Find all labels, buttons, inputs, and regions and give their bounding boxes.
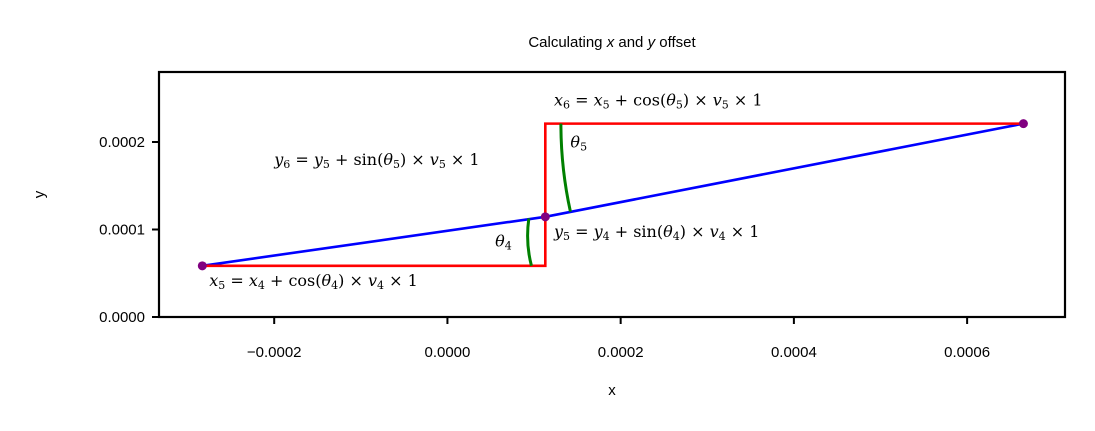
annotation-t4: θ4​ [495, 232, 512, 253]
x-axis-ticks: −0.0002 0.0000 0.0002 0.0004 0.0006 [247, 317, 990, 361]
y-axis-label: y [31, 190, 48, 198]
x-tick-label: 0.0002 [598, 344, 644, 361]
y-axis-ticks: 0.0000 0.0001 0.0002 [99, 134, 159, 326]
data-point [540, 212, 550, 222]
angle-arc-theta4 [526, 218, 533, 267]
annotation-x6: x6​ = x5​ + cos(θ5​) × v5​ × 1 [554, 91, 763, 112]
series-layer [202, 122, 1024, 268]
series-line-offsets-4 [202, 216, 547, 268]
series-line-path [202, 122, 1024, 268]
annotation-y5: y5​ = y4​ + sin(θ4​) × v4​ × 1 [553, 222, 759, 243]
x-tick-label: 0.0004 [771, 344, 817, 361]
series-line-offsets-5 [544, 122, 1024, 217]
x-tick-label: 0.0006 [944, 344, 990, 361]
x-axis-label: x [608, 382, 616, 399]
annotation-t5: θ5​ [570, 132, 587, 153]
angle-arcs [526, 123, 572, 267]
x-tick-label: 0.0000 [424, 344, 470, 361]
plot-frame [157, 70, 1067, 319]
y-tick-label: 0.0000 [99, 309, 145, 326]
annotation-x5: x5​ = x4​ + cos(θ4​) × v4​ × 1 [209, 271, 418, 292]
y-tick-label: 0.0002 [99, 134, 145, 151]
data-points [197, 119, 1028, 271]
chart-title: Calculating x and y offset [528, 34, 696, 51]
data-point [1018, 119, 1028, 129]
annotation-y6: y6​ = y5​ + sin(θ5​) × v5​ × 1 [273, 150, 479, 171]
x-tick-label: −0.0002 [247, 344, 302, 361]
data-point [197, 261, 207, 271]
angle-arc-theta5 [559, 123, 572, 213]
annotations: x5​ = x4​ + cos(θ4​) × v4​ × 1 y5​ = y4​ … [209, 91, 762, 292]
y-tick-label: 0.0001 [99, 222, 145, 239]
